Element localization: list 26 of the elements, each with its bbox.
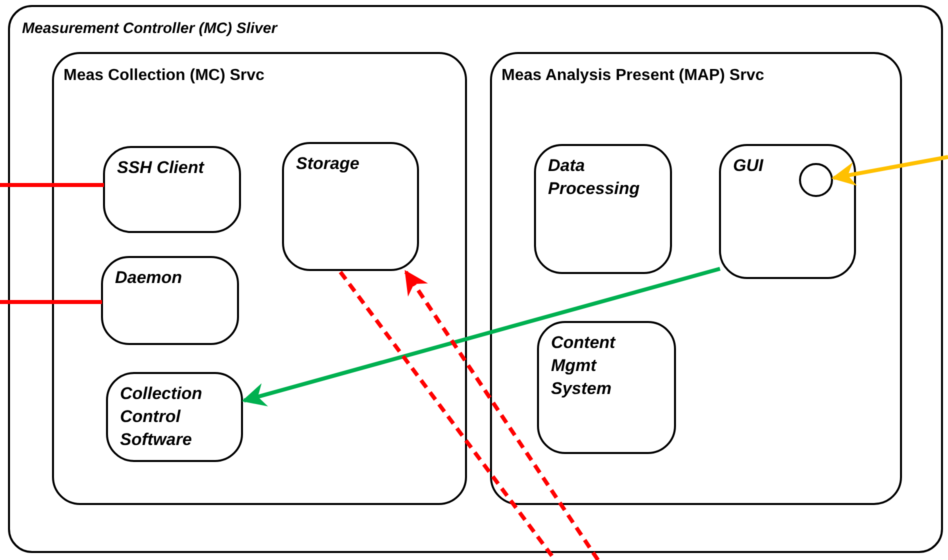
container-title: Meas Analysis Present (MAP) Srvc — [502, 66, 766, 86]
container-title: Meas Collection (MC) Srvc — [64, 66, 266, 86]
component-label: Daemon — [115, 267, 184, 289]
arrow — [831, 155, 948, 186]
connector-line — [0, 183, 104, 187]
component-box — [534, 144, 672, 274]
component-box — [282, 142, 419, 271]
component-label: Storage — [296, 153, 360, 175]
port-circle — [798, 162, 832, 196]
connector-line — [0, 300, 102, 304]
component-label: Data Processing — [548, 155, 641, 200]
component-box — [537, 321, 676, 454]
component-box — [106, 372, 243, 462]
container-title: Measurement Controller (MC) Sliver — [22, 19, 279, 39]
component-box — [719, 144, 856, 279]
component-label: GUI — [733, 155, 764, 177]
component-label: Content Mgmt System — [551, 332, 617, 400]
component-label: SSH Client — [117, 157, 206, 179]
container-box — [52, 52, 466, 504]
container-box — [8, 5, 943, 553]
component-box — [101, 256, 239, 345]
arrow — [242, 266, 721, 406]
component-box — [103, 146, 241, 233]
arrow — [404, 270, 600, 560]
component-label: Collection Control Software — [120, 383, 204, 451]
container-box — [490, 52, 902, 504]
